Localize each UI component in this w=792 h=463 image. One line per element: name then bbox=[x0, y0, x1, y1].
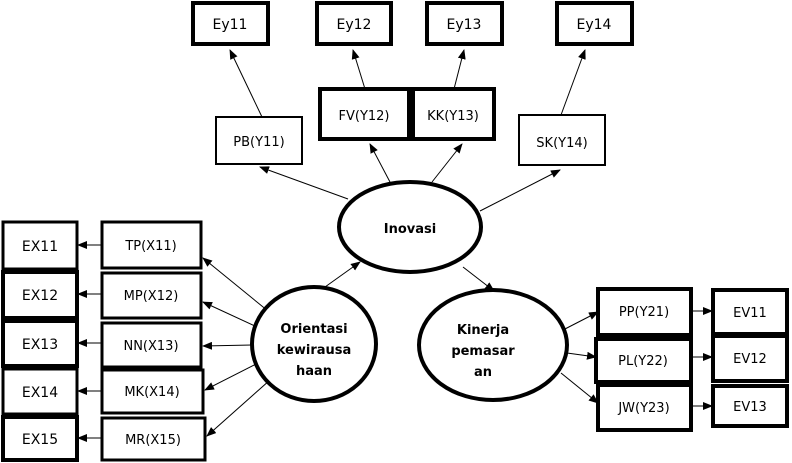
node-ex15-label: EX15 bbox=[22, 432, 58, 448]
node-tp-label: TP(X11) bbox=[124, 239, 176, 254]
edge-inovasi-pb bbox=[259, 166, 349, 200]
edges bbox=[77, 49, 713, 442]
node-ey11-box bbox=[191, 1, 270, 46]
node-mp-label: MP(X12) bbox=[124, 289, 179, 304]
node-kk-label: KK(Y13) bbox=[427, 109, 479, 124]
node-tp-box bbox=[100, 220, 203, 270]
inovasi-error-boxes: Ey11 Ey12 Ey13 Ey14 bbox=[191, 1, 634, 46]
node-kk-box bbox=[411, 87, 496, 141]
node-pp-label: PP(Y21) bbox=[619, 305, 669, 320]
inovasi-indicators: PB(Y11) FV(Y12) KK(Y13) SK(Y14) bbox=[215, 87, 606, 166]
node-ey13-box bbox=[425, 1, 504, 46]
edge-inovasi-sk bbox=[479, 169, 561, 212]
node-ex11-label: EX11 bbox=[22, 239, 58, 255]
edge-kk-ey13 bbox=[453, 49, 466, 90]
node-ex15-box bbox=[1, 415, 79, 462]
node-inovasi-ellipse bbox=[337, 180, 483, 274]
orientasi-indicators: TP(X11) MP(X12) NN(X13) MK(X14) MR(X15) bbox=[100, 220, 207, 462]
node-pl-box bbox=[594, 337, 693, 384]
node-ev11-label: EV11 bbox=[733, 306, 767, 321]
node-mr-label: MR(X15) bbox=[125, 433, 181, 448]
node-nn-box bbox=[100, 321, 203, 369]
node-mk-box bbox=[100, 368, 205, 415]
node-ex12-box bbox=[1, 270, 79, 320]
edge-inovasi-fv bbox=[369, 143, 391, 183]
node-inovasi-label: Inovasi bbox=[384, 222, 436, 237]
node-ev13-box bbox=[711, 384, 789, 428]
node-ey11-label: Ey11 bbox=[213, 17, 248, 33]
node-ev11-box bbox=[711, 288, 789, 336]
node-pb-box bbox=[215, 116, 303, 165]
edge-kinerja-pl bbox=[566, 351, 597, 360]
node-ey12-label: Ey12 bbox=[337, 17, 372, 33]
node-ev12-box bbox=[711, 334, 789, 383]
edge-pb-ey11 bbox=[229, 49, 263, 118]
node-ev12-label: EV12 bbox=[733, 352, 767, 367]
node-ex11-box bbox=[1, 220, 79, 271]
edge-orientasi-mp bbox=[202, 301, 256, 327]
node-pp-box bbox=[596, 287, 693, 337]
kinerja-error-boxes: EV11 EV12 EV13 bbox=[711, 288, 789, 428]
edge-orientasi-mr bbox=[206, 379, 271, 437]
node-ex13-label: EX13 bbox=[22, 337, 58, 353]
kinerja-indicators: PP(Y21) PL(Y22) JW(Y23) bbox=[594, 287, 693, 432]
node-ey13-label: Ey13 bbox=[447, 17, 482, 33]
node-pb-label: PB(Y11) bbox=[233, 135, 284, 150]
edge-orientasi-mk bbox=[204, 363, 257, 391]
node-sk-label: SK(Y14) bbox=[536, 136, 587, 151]
node-kinerja-ellipse bbox=[417, 288, 569, 402]
node-nn-label: NN(X13) bbox=[123, 339, 178, 354]
node-orientasi-label: kewirausa bbox=[277, 343, 352, 358]
node-pl-label: PL(Y22) bbox=[618, 354, 668, 369]
node-kinerja-label: an bbox=[474, 365, 492, 380]
node-fv-label: FV(Y12) bbox=[339, 109, 390, 124]
node-mr-box bbox=[100, 416, 207, 462]
node-orientasi-ellipse bbox=[250, 285, 378, 403]
node-orientasi-label: haan bbox=[296, 364, 332, 379]
edge-fv-ey12 bbox=[351, 49, 366, 90]
node-mp-box bbox=[100, 271, 203, 320]
node-ex14-box bbox=[1, 367, 79, 416]
edge-kinerja-jw bbox=[560, 372, 599, 404]
edge-kinerja-pp bbox=[562, 311, 599, 331]
edge-inovasi-kk bbox=[431, 143, 463, 183]
node-ey12-box bbox=[315, 1, 393, 46]
node-orientasi-label: Orientasi bbox=[280, 322, 347, 337]
edge-orientasi-tp bbox=[202, 257, 269, 312]
edge-orientasi-nn bbox=[202, 341, 253, 350]
node-jw-label: JW(Y23) bbox=[617, 401, 669, 416]
node-sk-box bbox=[518, 114, 606, 166]
node-ev13-label: EV13 bbox=[733, 400, 767, 415]
node-ex14-label: EX14 bbox=[22, 385, 58, 401]
node-ex12-label: EX12 bbox=[22, 288, 58, 304]
node-jw-box bbox=[596, 383, 693, 432]
node-ey14-box bbox=[555, 1, 634, 46]
node-kinerja-label: pemasar bbox=[451, 344, 515, 359]
edge-sk-ey14 bbox=[560, 49, 586, 116]
node-ex13-box bbox=[1, 319, 79, 368]
node-mk-label: MK(X14) bbox=[124, 385, 179, 400]
node-kinerja-label: Kinerja bbox=[457, 323, 509, 338]
orientasi-error-boxes: EX11 EX12 EX13 EX14 EX15 bbox=[1, 220, 79, 462]
edge-inovasi-kinerja bbox=[462, 266, 495, 292]
node-ey14-label: Ey14 bbox=[577, 17, 612, 33]
node-fv-box bbox=[318, 87, 411, 141]
